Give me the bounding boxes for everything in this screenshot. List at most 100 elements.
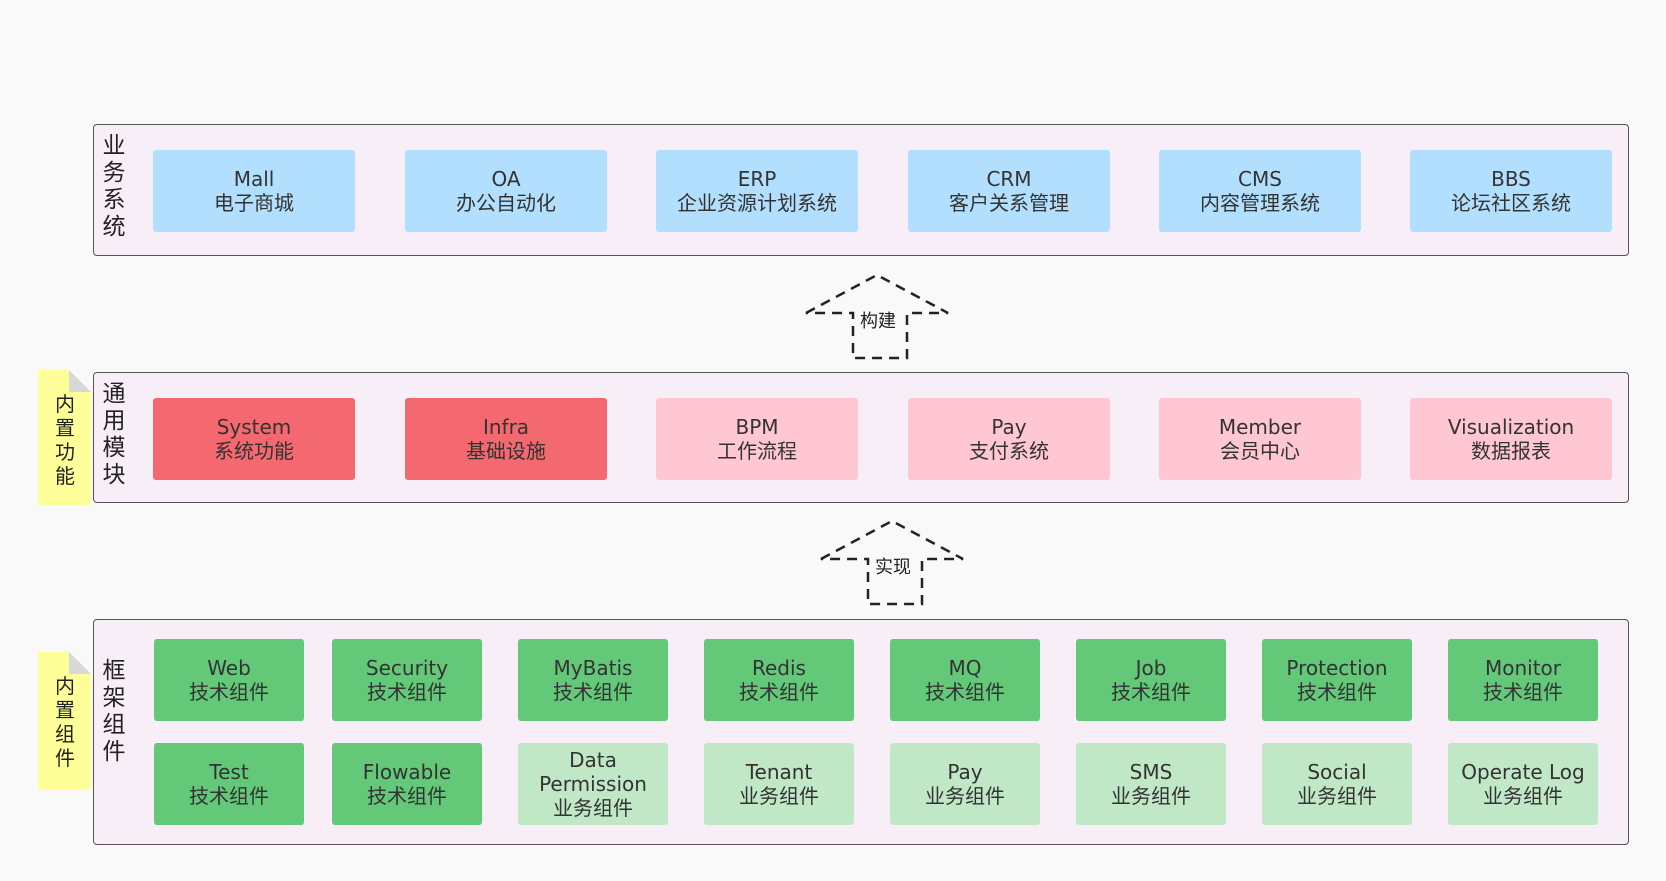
component-box-pay: Pay 业务组件 — [890, 743, 1040, 825]
box-zh-label: 办公自动化 — [456, 191, 556, 215]
box-en-label: Test — [209, 760, 249, 784]
box-zh-label: 会员中心 — [1220, 439, 1300, 463]
builtin-component-note: 内置组件 — [38, 652, 91, 790]
module-box-member: Member 会员中心 — [1159, 398, 1361, 480]
business-box-bbs: BBS 论坛社区系统 — [1410, 150, 1612, 232]
box-en-label: Pay — [991, 415, 1027, 439]
component-box-redis: Redis 技术组件 — [704, 639, 854, 721]
framework-components-label: 框架组件 — [102, 658, 126, 765]
box-zh-label: 技术组件 — [1297, 680, 1377, 704]
box-zh-label: 业务组件 — [925, 784, 1005, 808]
box-en-label: BBS — [1491, 167, 1531, 191]
box-en-label: CRM — [986, 167, 1032, 191]
builtin-component-note-text: 内置组件 — [55, 674, 75, 770]
box-zh-label: 业务组件 — [1297, 784, 1377, 808]
component-box-social: Social 业务组件 — [1262, 743, 1412, 825]
box-zh-label: 技术组件 — [367, 784, 447, 808]
box-en-label: CMS — [1238, 167, 1282, 191]
module-box-system: System 系统功能 — [153, 398, 355, 480]
box-en-label: BPM — [735, 415, 779, 439]
box-en-label: Social — [1307, 760, 1367, 784]
box-zh-label: 基础设施 — [466, 439, 546, 463]
component-box-monitor: Monitor 技术组件 — [1448, 639, 1598, 721]
box-zh-label: 支付系统 — [969, 439, 1049, 463]
box-zh-label: 内容管理系统 — [1200, 191, 1320, 215]
box-zh-label: 业务组件 — [1111, 784, 1191, 808]
component-box-web: Web 技术组件 — [154, 639, 304, 721]
box-en-label: Pay — [947, 760, 983, 784]
box-zh-label: 技术组件 — [367, 680, 447, 704]
component-box-data-permission: Data Permission 业务组件 — [518, 743, 668, 825]
common-modules-panel: 通用模块 System 系统功能 Infra 基础设施 BPM 工作流程 Pay… — [93, 372, 1629, 503]
module-box-visualization: Visualization 数据报表 — [1410, 398, 1612, 480]
box-zh-label: 电子商城 — [214, 191, 294, 215]
box-zh-label: 技术组件 — [739, 680, 819, 704]
box-zh-label: 技术组件 — [925, 680, 1005, 704]
box-zh-label: 系统功能 — [214, 439, 294, 463]
module-box-infra: Infra 基础设施 — [405, 398, 607, 480]
component-box-mq: MQ 技术组件 — [890, 639, 1040, 721]
box-en-label: Redis — [752, 656, 806, 680]
box-zh-label: 数据报表 — [1471, 439, 1551, 463]
note-fold-corner — [69, 652, 91, 674]
box-zh-label: 技术组件 — [553, 680, 633, 704]
component-box-operate-log: Operate Log 业务组件 — [1448, 743, 1598, 825]
box-en-label: Security — [365, 656, 449, 680]
common-modules-label: 通用模块 — [102, 381, 126, 488]
build-arrow-label: 构建 — [858, 311, 898, 333]
box-zh-label: 技术组件 — [189, 680, 269, 704]
box-en-label: OA — [491, 167, 521, 191]
business-systems-label: 业务系统 — [102, 133, 126, 240]
box-en-label: MQ — [948, 656, 982, 680]
box-zh-label: 业务组件 — [739, 784, 819, 808]
box-zh-label: 业务组件 — [553, 796, 633, 820]
business-box-mall: Mall 电子商城 — [153, 150, 355, 232]
box-en-label: MyBatis — [553, 656, 633, 680]
box-zh-label: 工作流程 — [717, 439, 797, 463]
component-box-security: Security 技术组件 — [332, 639, 482, 721]
module-box-pay: Pay 支付系统 — [908, 398, 1110, 480]
box-zh-label: 企业资源计划系统 — [677, 191, 837, 215]
business-systems-panel: 业务系统 Mall 电子商城 OA 办公自动化 ERP 企业资源计划系统 CRM… — [93, 124, 1629, 256]
implement-arrow-label: 实现 — [873, 557, 913, 579]
component-box-mybatis: MyBatis 技术组件 — [518, 639, 668, 721]
box-en-label: Protection — [1286, 656, 1388, 680]
component-box-flowable: Flowable 技术组件 — [332, 743, 482, 825]
box-zh-label: 技术组件 — [189, 784, 269, 808]
component-box-test: Test 技术组件 — [154, 743, 304, 825]
box-zh-label: 技术组件 — [1111, 680, 1191, 704]
box-zh-label: 业务组件 — [1483, 784, 1563, 808]
box-en-label: Mall — [233, 167, 275, 191]
box-en-label: ERP — [737, 167, 777, 191]
framework-components-panel: 框架组件 Web 技术组件 Security 技术组件 MyBatis 技术组件… — [93, 619, 1629, 845]
business-box-crm: CRM 客户关系管理 — [908, 150, 1110, 232]
component-box-job: Job 技术组件 — [1076, 639, 1226, 721]
box-en-label: Visualization — [1447, 415, 1575, 439]
box-en-label: Job — [1135, 656, 1167, 680]
build-arrow-icon — [805, 273, 949, 360]
box-en-label: System — [216, 415, 292, 439]
business-box-oa: OA 办公自动化 — [405, 150, 607, 232]
box-en-label: Operate Log — [1461, 760, 1585, 784]
component-box-tenant: Tenant 业务组件 — [704, 743, 854, 825]
box-zh-label: 论坛社区系统 — [1451, 191, 1571, 215]
box-zh-label: 客户关系管理 — [949, 191, 1069, 215]
box-en-label: Web — [207, 656, 251, 680]
box-en-label: SMS — [1129, 760, 1173, 784]
business-box-erp: ERP 企业资源计划系统 — [656, 150, 858, 232]
box-en-label: Infra — [482, 415, 530, 439]
implement-arrow-icon — [820, 519, 964, 606]
business-box-cms: CMS 内容管理系统 — [1159, 150, 1361, 232]
box-zh-label: 技术组件 — [1483, 680, 1563, 704]
builtin-function-note: 内置功能 — [38, 370, 91, 505]
box-en-label: Tenant — [745, 760, 813, 784]
builtin-function-note-text: 内置功能 — [55, 392, 75, 488]
component-box-protection: Protection 技术组件 — [1262, 639, 1412, 721]
note-fold-corner — [69, 370, 91, 392]
box-en-label: Monitor — [1484, 656, 1562, 680]
component-box-sms: SMS 业务组件 — [1076, 743, 1226, 825]
box-en-label: Member — [1218, 415, 1302, 439]
box-en-label: Flowable — [362, 760, 452, 784]
box-en-label: Data Permission — [539, 748, 647, 796]
module-box-bpm: BPM 工作流程 — [656, 398, 858, 480]
